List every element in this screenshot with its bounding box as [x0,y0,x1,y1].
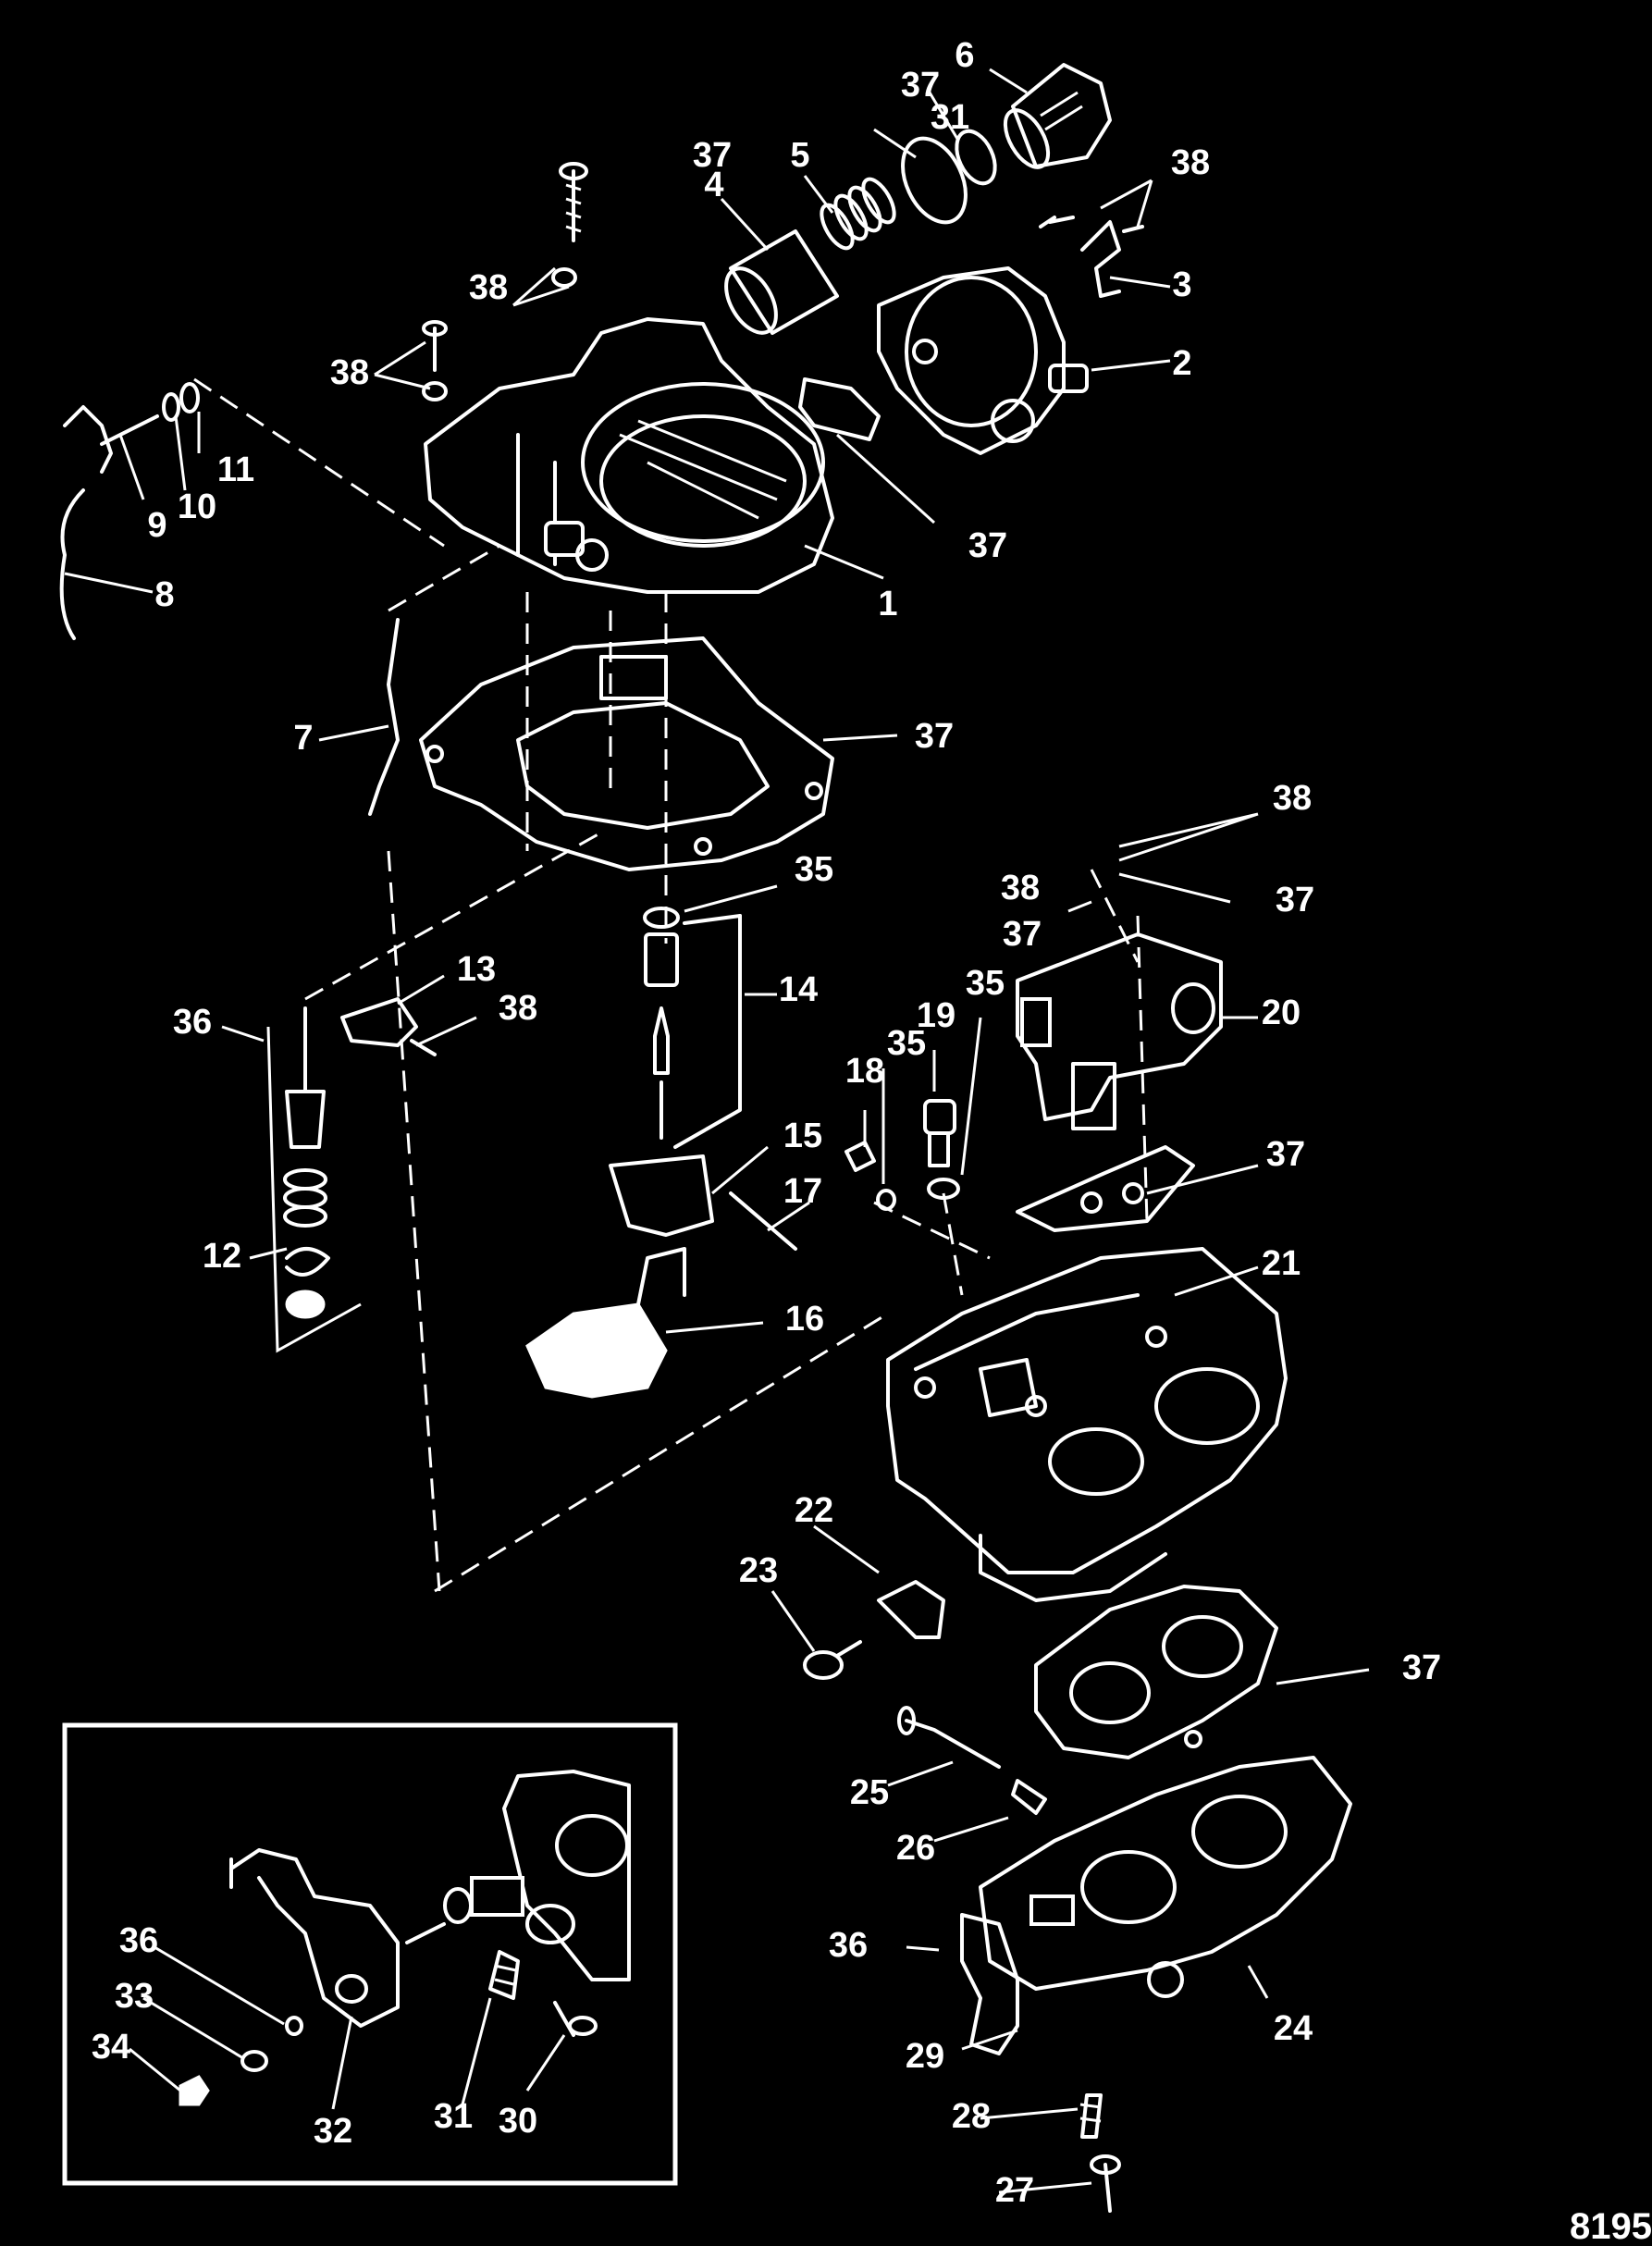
callout-38-bracket: 38 [499,989,537,1028]
callout-14: 14 [779,970,818,1009]
callout-31-inset: 31 [434,2097,473,2136]
detail-inset-frame [62,1722,678,2186]
callout-37-g: 37 [1266,1135,1305,1174]
choke-gasket [798,377,881,441]
choke-lever [1080,220,1121,298]
pump-rod-assembly [59,382,200,640]
figure-reference-number: 8195 [1570,2206,1652,2246]
callout-5: 5 [790,136,809,175]
callout-10: 10 [178,487,216,526]
jets [844,1099,960,1211]
top-screws [422,162,1144,401]
callout-38-top-right: 38 [1171,143,1210,182]
callout-24: 24 [1274,2009,1313,2048]
callout-36-right: 36 [829,1926,868,1965]
callout-36-left: 36 [173,1003,212,1042]
callout-15: 15 [783,1117,822,1155]
callout-6: 6 [955,36,974,75]
float-bowl [886,1247,1288,1602]
pump-lever-bracket [340,997,437,1056]
callout-37-h: 37 [1402,1648,1441,1687]
callout-37-d: 37 [915,717,954,756]
callout-8: 8 [154,575,174,614]
filter-spring [820,177,896,251]
throttle-body [979,1756,1352,1998]
callout-37-e: 37 [1003,915,1042,954]
callout-37-f: 37 [1276,881,1314,919]
callout-20: 20 [1262,993,1301,1032]
callout-38-top-left: 38 [469,268,508,307]
throttle-body-gasket [1034,1585,1278,1759]
callout-11: 11 [217,450,254,489]
air-horn [424,317,834,594]
leader-lines [64,68,1370,2194]
callout-12: 12 [203,1237,241,1276]
callout-34: 34 [92,2028,130,2067]
accelerator-pump-assembly [266,1006,362,1353]
inlet-nut [1003,63,1112,169]
idle-lockout [877,1580,945,1639]
callout-35-left: 35 [887,1024,926,1063]
venturi-cluster [1016,932,1223,1130]
callout-29: 29 [906,2037,944,2076]
callout-38-left: 38 [330,353,369,392]
callout-35-right: 35 [966,964,1005,1003]
fuel-filter [724,229,839,335]
idle-mixture-screw [897,1706,1047,1815]
callout-17: 17 [783,1172,822,1211]
callout-2: 2 [1172,344,1191,383]
needle-and-seat [643,907,742,1149]
inset-throttle-linkage [179,1770,631,2106]
callout-38-right-a: 38 [1273,779,1312,818]
callout-38-right-b: 38 [1001,869,1040,907]
callout-27: 27 [995,2171,1034,2210]
callout-28: 28 [952,2097,991,2136]
callout-35-top: 35 [795,850,833,889]
choke-housing [877,266,1089,455]
callout-31-top: 31 [931,98,969,137]
cluster-gasket [1016,1145,1195,1232]
callout-37-c: 37 [968,526,1007,565]
pump-link [368,618,400,816]
air-horn-gasket [419,636,834,871]
float [525,1247,686,1399]
throttle-lever [960,1913,1019,2055]
callout-3: 3 [1172,265,1191,304]
callout-30: 30 [499,2102,537,2141]
float-pin [729,1191,797,1251]
inlet-gasket-small [955,129,997,186]
callout-26: 26 [896,1829,935,1868]
callout-1: 1 [878,585,897,623]
callout-37-b: 37 [693,136,732,175]
float-hinge [609,1154,714,1237]
callout-19: 19 [917,996,955,1035]
callout-4: 4 [704,166,723,204]
callout-25: 25 [850,1773,889,1812]
callout-23: 23 [739,1551,778,1590]
callout-13: 13 [457,950,496,989]
callout-32: 32 [314,2112,352,2151]
callout-labels: 1 2 3 4 5 6 7 8 9 10 11 12 13 14 15 16 1… [92,36,1441,2210]
idle-speed-screws [1079,2093,1121,2213]
inlet-gasket-large [901,136,968,225]
callout-36-inset: 36 [119,1921,158,1960]
callout-9: 9 [147,506,166,545]
callout-16: 16 [785,1300,824,1339]
callout-21: 21 [1262,1244,1301,1283]
assembly-dashed-lines [193,377,1149,1593]
callout-33: 33 [115,1977,154,2016]
callout-37-a: 37 [901,66,940,105]
choke-screw [803,1640,862,1680]
callout-22: 22 [795,1491,833,1530]
callout-7: 7 [293,719,313,758]
callout-18: 18 [845,1052,884,1091]
